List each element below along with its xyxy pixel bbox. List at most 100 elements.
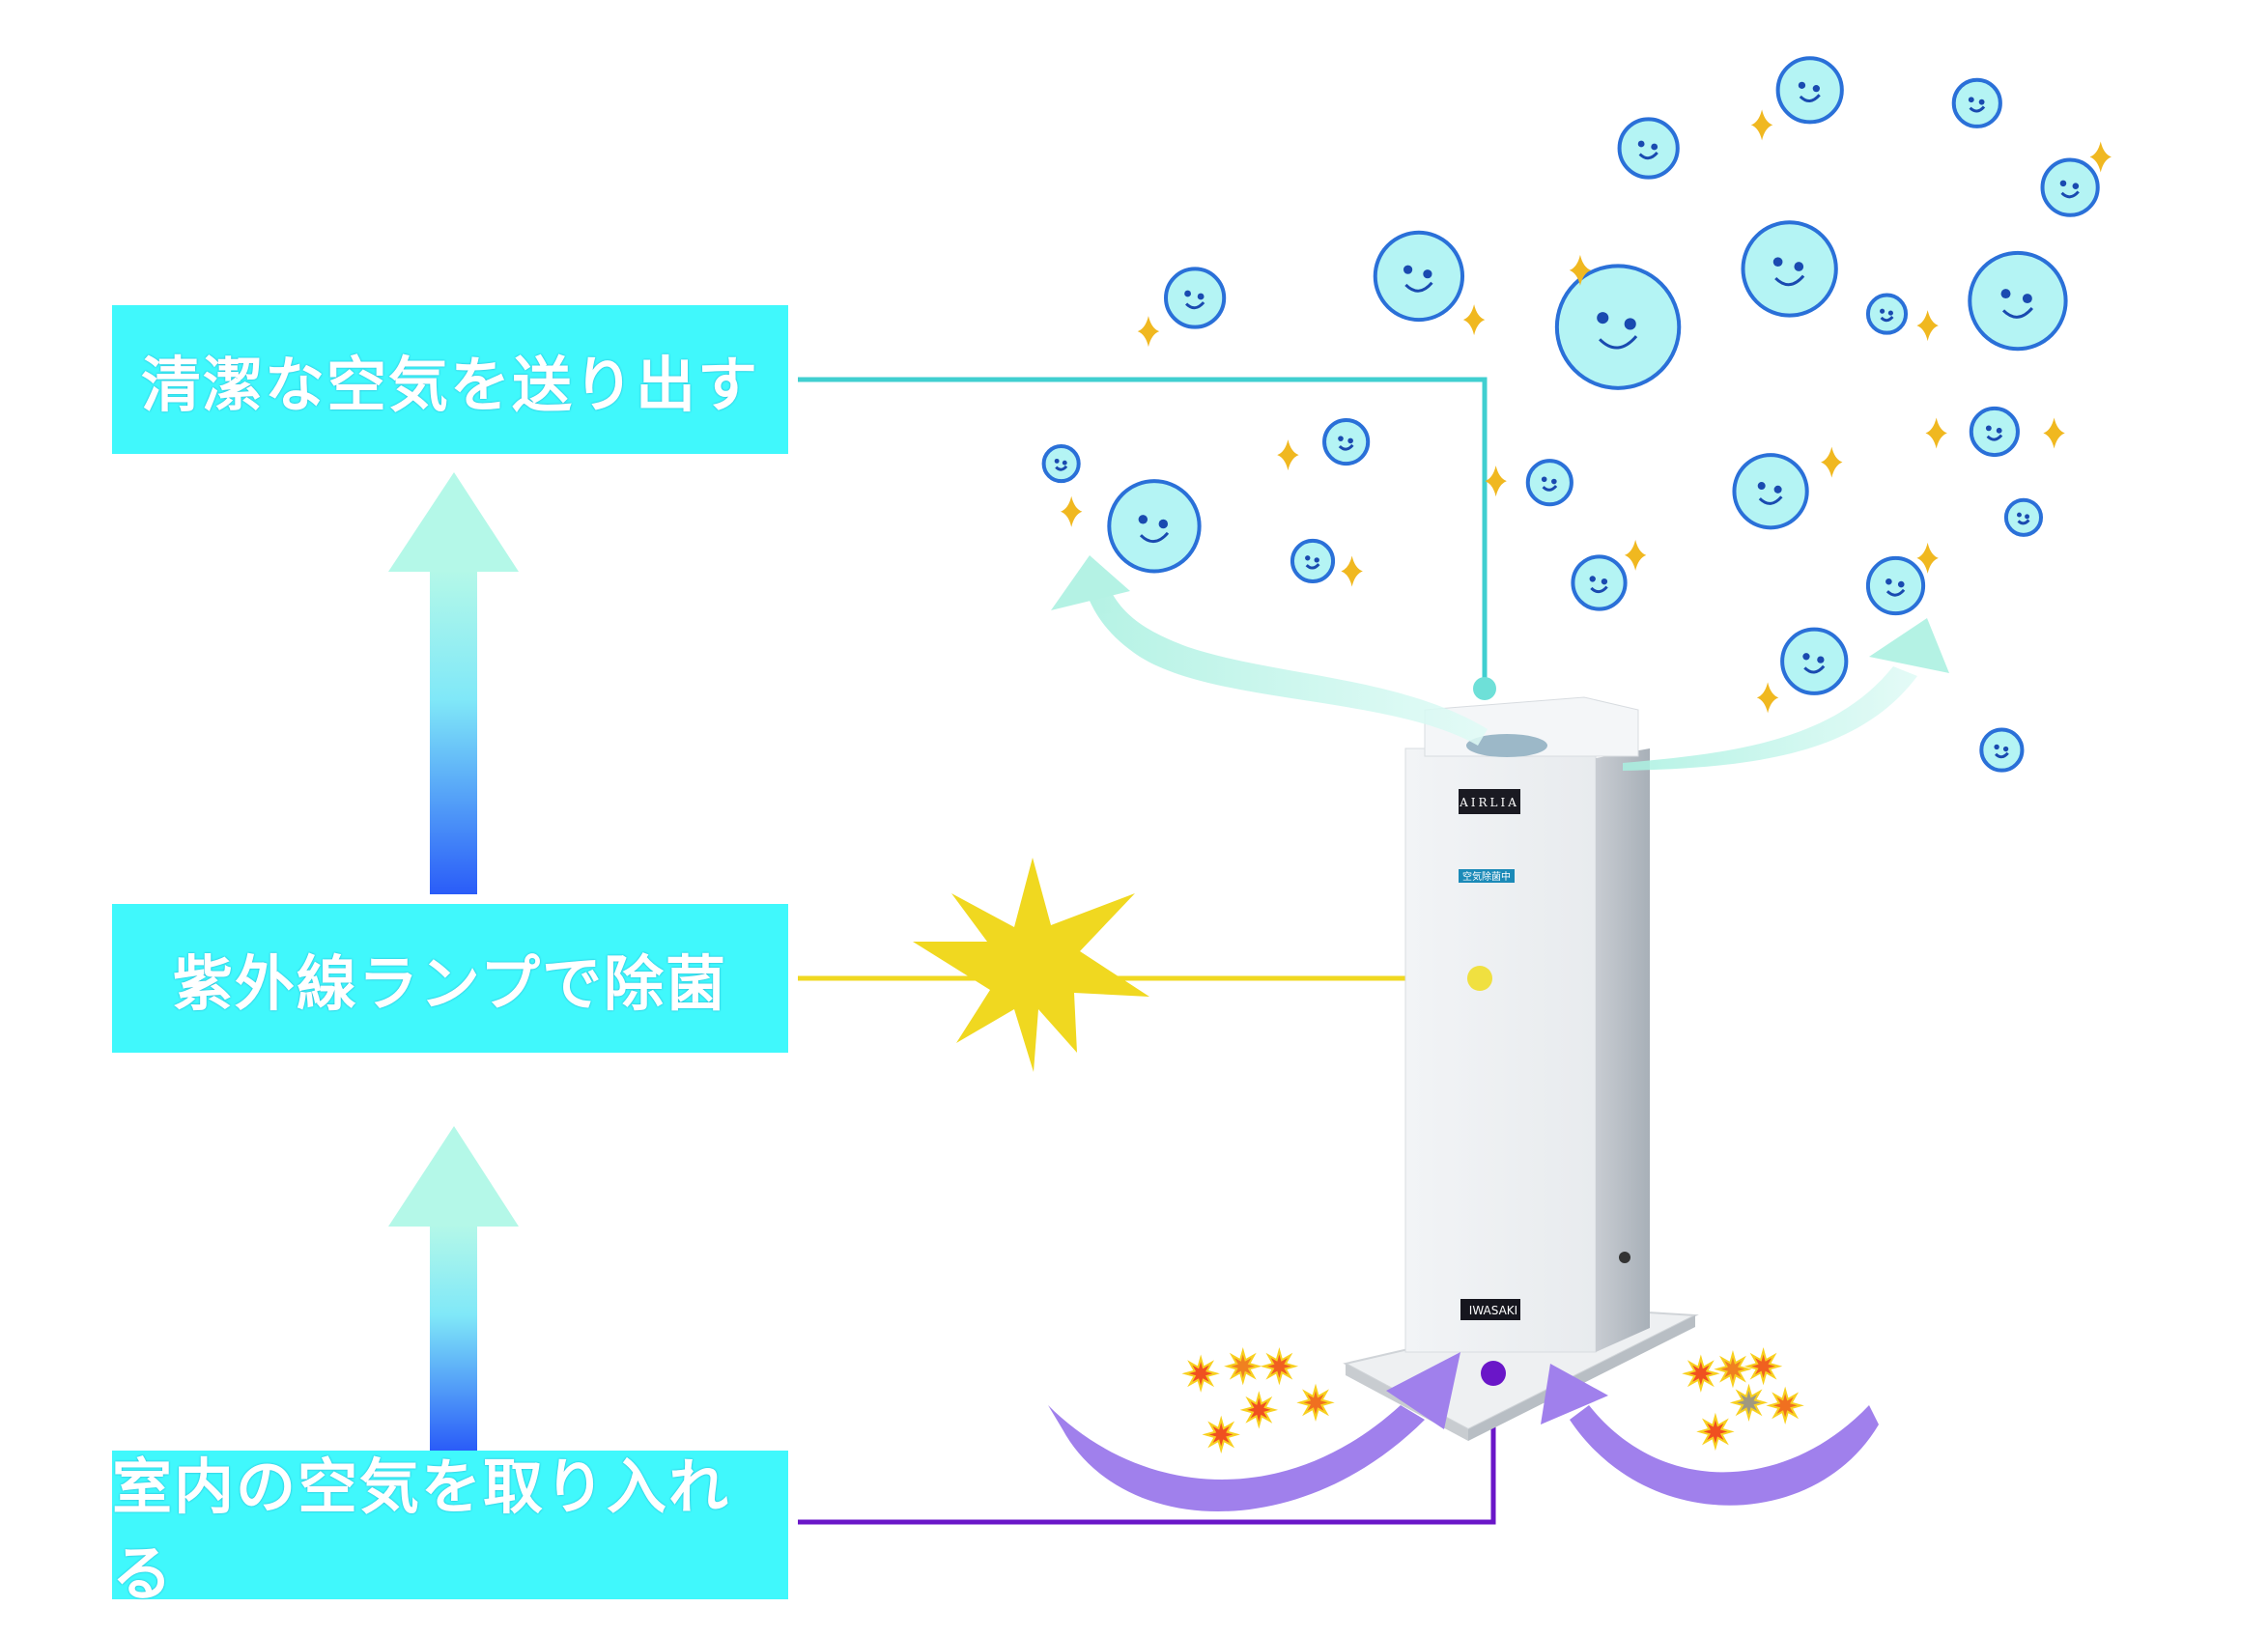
bubble-body — [1617, 117, 1680, 180]
smiling-bubble-icon — [1775, 56, 1844, 125]
dust-particle-icon — [1260, 1347, 1299, 1386]
sparkle-icon — [1750, 109, 1773, 141]
smiling-bubble-icon — [1979, 727, 2025, 773]
sparkle-icon — [1821, 446, 1843, 478]
bubble-eye — [1978, 99, 1985, 105]
status-label: 空気除菌中 — [1462, 870, 1511, 883]
sparkle-icon — [1916, 542, 1939, 574]
bubble-eye — [1158, 519, 1169, 529]
sparkle-icon — [1925, 417, 1947, 449]
bubble-eye — [1802, 653, 1810, 661]
bubble-eye — [1314, 557, 1319, 563]
bubble-eye — [1197, 293, 1205, 300]
bubble-smile — [2017, 519, 2030, 525]
bubble-smile — [2060, 190, 2080, 199]
smiling-bubble-icon — [1554, 264, 1682, 390]
bubble-eye — [1305, 555, 1311, 561]
step-output-clean-air: 清潔な空気を送り出す — [112, 305, 788, 454]
bubble-body — [1951, 77, 2002, 128]
bubble-eye — [1347, 437, 1353, 444]
sparkle-icon — [1569, 254, 1592, 286]
bubble-smile — [2001, 306, 2033, 319]
output-point-dot — [1473, 677, 1496, 700]
bubble-eye — [1423, 269, 1432, 279]
dust-particle-icon — [1729, 1383, 1769, 1423]
bubble-eye — [1968, 97, 1974, 103]
dust-particle-icon — [1202, 1415, 1240, 1454]
step-uv-sterilize: 紫外線ランプで除菌 — [112, 904, 788, 1053]
bubble-body — [1775, 56, 1844, 125]
dust-particles — [1181, 1347, 1804, 1454]
bubble-eye — [1994, 744, 1999, 750]
bubble-eye — [1817, 656, 1825, 663]
smiling-bubble-icon — [1617, 117, 1680, 180]
smiling-bubble-icon — [1041, 444, 1081, 484]
bubble-eye — [1651, 143, 1658, 151]
bubble-body — [1969, 406, 2020, 458]
smiling-bubble-icon — [1290, 538, 1336, 583]
smiling-bubble-icon — [1968, 250, 2068, 352]
bubble-body — [2003, 497, 2044, 537]
sparkle-icon — [2089, 141, 2112, 173]
intake-point-dot — [1481, 1361, 1506, 1386]
sparkle-icon — [1341, 555, 1363, 587]
air-purifier-device: AIRLIA 空気除菌中 IWASAKI — [1343, 696, 1699, 1441]
bubble-body — [1741, 220, 1838, 318]
bubble-smile — [1055, 465, 1068, 471]
dust-particle-icon — [1744, 1347, 1783, 1386]
bubble-eye — [1601, 578, 1608, 585]
smiling-bubble-icon — [1164, 267, 1227, 329]
sparkle-icon — [1462, 304, 1486, 336]
bubble-smile — [1305, 563, 1320, 570]
bubble-eye — [1054, 458, 1060, 464]
outflow-arrow-left — [1051, 555, 1488, 746]
smiling-bubble-icon — [1571, 554, 1628, 611]
bubble-eye — [1757, 482, 1766, 491]
uv-starburst-icon — [913, 858, 1149, 1072]
bubble-smile — [1185, 301, 1205, 310]
dust-particle-icon — [1696, 1412, 1735, 1452]
dust-particle-icon — [1766, 1386, 1804, 1425]
bubble-body — [1732, 453, 1809, 530]
bubble-eye — [1885, 578, 1892, 585]
smiling-bubble-icon — [1732, 453, 1809, 530]
bubble-eye — [1338, 436, 1344, 441]
smiling-bubble-icon — [1107, 479, 1202, 574]
smiling-bubble-icon — [1865, 293, 1909, 335]
bubble-smile — [1774, 274, 1805, 287]
outflow-arrow-right — [1623, 618, 1949, 771]
bubble-smile — [1969, 105, 1986, 113]
bubble-eye — [1812, 85, 1820, 93]
bubble-smile — [1995, 751, 2009, 759]
bubble-eye — [1541, 476, 1547, 483]
bubble-eye — [1996, 427, 2002, 434]
bubble-body — [1571, 554, 1628, 611]
intake-arrow-left — [1048, 1352, 1460, 1511]
bubble-body — [1968, 250, 2068, 352]
sparkle-icon — [1060, 495, 1083, 527]
bubble-smile — [1986, 434, 2003, 441]
step-label: 紫外線ランプで除菌 — [172, 948, 728, 1019]
bubble-body — [1107, 479, 1202, 574]
bubble-body — [1322, 417, 1371, 466]
sparkle-icon — [1624, 539, 1647, 571]
bubble-smile — [1599, 335, 1638, 350]
bubble-eye — [1138, 515, 1148, 524]
bubble-body — [1373, 230, 1465, 323]
bubble-body — [1865, 555, 1926, 616]
bubble-eye — [1772, 257, 1783, 268]
bubble-smile — [1139, 531, 1170, 544]
bubble-smile — [1404, 281, 1433, 293]
bubble-eye — [1798, 81, 1806, 89]
bubble-eye — [1551, 478, 1557, 485]
bubble-eye — [1403, 265, 1413, 274]
bubble-smile — [1638, 152, 1658, 160]
dust-particle-icon — [1224, 1347, 1262, 1386]
bubble-body — [1780, 627, 1849, 695]
bubble-smile — [1338, 443, 1354, 451]
bubble-eye — [1887, 310, 1893, 316]
bubble-body — [1290, 538, 1336, 583]
bubble-eye — [1985, 425, 1992, 432]
bubble-eye — [1589, 576, 1596, 582]
